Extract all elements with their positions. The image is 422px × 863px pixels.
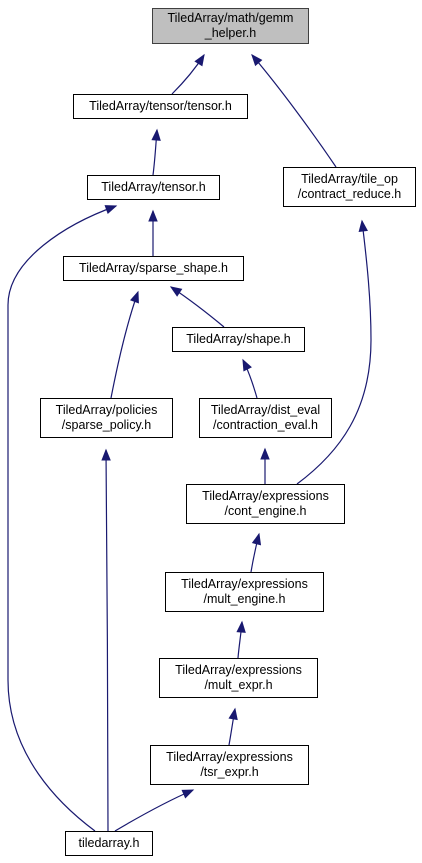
edge-tensor-to-tensor_tensor bbox=[151, 128, 161, 176]
edge-line bbox=[7, 205, 117, 832]
arrowhead-icon bbox=[169, 286, 183, 297]
arrowhead-icon bbox=[181, 789, 195, 799]
edge-tiledarray-to-tsr_expr bbox=[114, 789, 195, 832]
node-label: TiledArray/tensor/tensor.h bbox=[89, 99, 232, 113]
node-box bbox=[65, 831, 153, 856]
node-label: TiledArray/tensor.h bbox=[101, 180, 205, 194]
edge-tiledarray-to-policies bbox=[101, 448, 111, 832]
node-box bbox=[87, 175, 220, 200]
node-dist_eval[interactable]: TiledArray/dist_eval/contraction_eval.h bbox=[199, 398, 332, 438]
node-tensor_tensor[interactable]: TiledArray/tensor/tensor.h bbox=[73, 94, 248, 119]
node-label: /tsr_expr.h bbox=[200, 765, 258, 779]
edge-tsr_expr-to-mult_expr bbox=[228, 707, 238, 746]
node-tile_op[interactable]: TiledArray/tile_op/contract_reduce.h bbox=[283, 167, 416, 207]
node-label: TiledArray/expressions bbox=[202, 489, 329, 503]
node-label: /mult_expr.h bbox=[204, 678, 272, 692]
arrowhead-icon bbox=[251, 532, 262, 546]
node-box bbox=[199, 398, 332, 438]
edge-policies-to-sparse_shape bbox=[110, 290, 139, 399]
arrowhead-icon bbox=[130, 290, 139, 304]
arrowhead-icon bbox=[104, 205, 118, 215]
edge-line bbox=[251, 54, 337, 168]
node-label: TiledArray/expressions bbox=[175, 663, 302, 677]
node-tiledarray[interactable]: tiledarray.h bbox=[65, 831, 153, 856]
node-label: TiledArray/expressions bbox=[166, 750, 293, 764]
edge-tiledarray-to-tensor bbox=[7, 205, 118, 832]
edge-cont_engine-to-dist_eval bbox=[260, 447, 270, 485]
node-box bbox=[150, 745, 309, 785]
node-box bbox=[172, 327, 305, 352]
edge-cont_engine-to-tile_op bbox=[296, 219, 372, 485]
node-label: _helper.h bbox=[204, 26, 256, 40]
node-mult_engine[interactable]: TiledArray/expressions/mult_engine.h bbox=[165, 572, 324, 612]
node-label: /contraction_eval.h bbox=[213, 418, 318, 432]
node-tensor[interactable]: TiledArray/tensor.h bbox=[87, 175, 220, 200]
edge-line bbox=[110, 291, 139, 399]
node-box bbox=[165, 572, 324, 612]
node-label: TiledArray/math/gemm bbox=[168, 11, 294, 25]
node-tsr_expr[interactable]: TiledArray/expressions/tsr_expr.h bbox=[150, 745, 309, 785]
node-cont_engine[interactable]: TiledArray/expressions/cont_engine.h bbox=[186, 484, 345, 524]
node-gemm_helper[interactable]: TiledArray/math/gemm_helper.h bbox=[152, 8, 309, 44]
node-label: /mult_engine.h bbox=[203, 592, 285, 606]
node-box bbox=[283, 167, 416, 207]
node-sparse_shape[interactable]: TiledArray/sparse_shape.h bbox=[63, 256, 244, 281]
edge-shape-to-sparse_shape bbox=[169, 286, 225, 328]
node-box bbox=[73, 94, 248, 119]
arrowhead-icon bbox=[358, 219, 368, 232]
edge-mult_expr-to-mult_engine bbox=[236, 620, 246, 659]
node-box bbox=[63, 256, 244, 281]
arrowhead-icon bbox=[251, 53, 263, 67]
node-label: /contract_reduce.h bbox=[298, 187, 402, 201]
node-label: /cont_engine.h bbox=[224, 504, 306, 518]
node-box bbox=[152, 8, 309, 44]
arrowhead-icon bbox=[101, 448, 111, 461]
node-policies[interactable]: TiledArray/policies/sparse_policy.h bbox=[40, 398, 173, 438]
node-label: TiledArray/dist_eval bbox=[211, 403, 320, 417]
node-mult_expr[interactable]: TiledArray/expressions/mult_expr.h bbox=[159, 658, 318, 698]
arrowhead-icon bbox=[151, 128, 161, 141]
edge-line bbox=[105, 449, 109, 832]
arrowhead-icon bbox=[260, 447, 270, 460]
node-label: TiledArray/policies bbox=[56, 403, 158, 417]
node-label: /sparse_policy.h bbox=[62, 418, 151, 432]
arrowhead-icon bbox=[228, 707, 238, 721]
node-label: TiledArray/shape.h bbox=[186, 332, 290, 346]
edge-mult_engine-to-cont_engine bbox=[250, 532, 262, 573]
edge-sparse_shape-to-tensor bbox=[148, 209, 158, 256]
arrowhead-icon bbox=[194, 53, 205, 67]
node-box bbox=[40, 398, 173, 438]
arrowhead-icon bbox=[242, 358, 252, 372]
edge-tensor_tensor-to-gemm_helper bbox=[171, 53, 205, 95]
edges-layer bbox=[7, 53, 372, 832]
edge-line bbox=[114, 789, 194, 832]
node-label: TiledArray/expressions bbox=[181, 577, 308, 591]
node-label: TiledArray/sparse_shape.h bbox=[79, 261, 228, 275]
edge-line bbox=[296, 220, 372, 485]
edge-dist_eval-to-shape bbox=[242, 358, 258, 399]
edge-tile_op-to-gemm_helper bbox=[251, 53, 337, 168]
arrowhead-icon bbox=[148, 209, 158, 222]
node-box bbox=[159, 658, 318, 698]
node-box bbox=[186, 484, 345, 524]
nodes-layer: TiledArray/math/gemm_helper.hTiledArray/… bbox=[40, 8, 416, 856]
node-label: tiledarray.h bbox=[79, 836, 140, 850]
node-shape[interactable]: TiledArray/shape.h bbox=[172, 327, 305, 352]
node-label: TiledArray/tile_op bbox=[301, 172, 398, 186]
arrowhead-icon bbox=[236, 620, 246, 633]
